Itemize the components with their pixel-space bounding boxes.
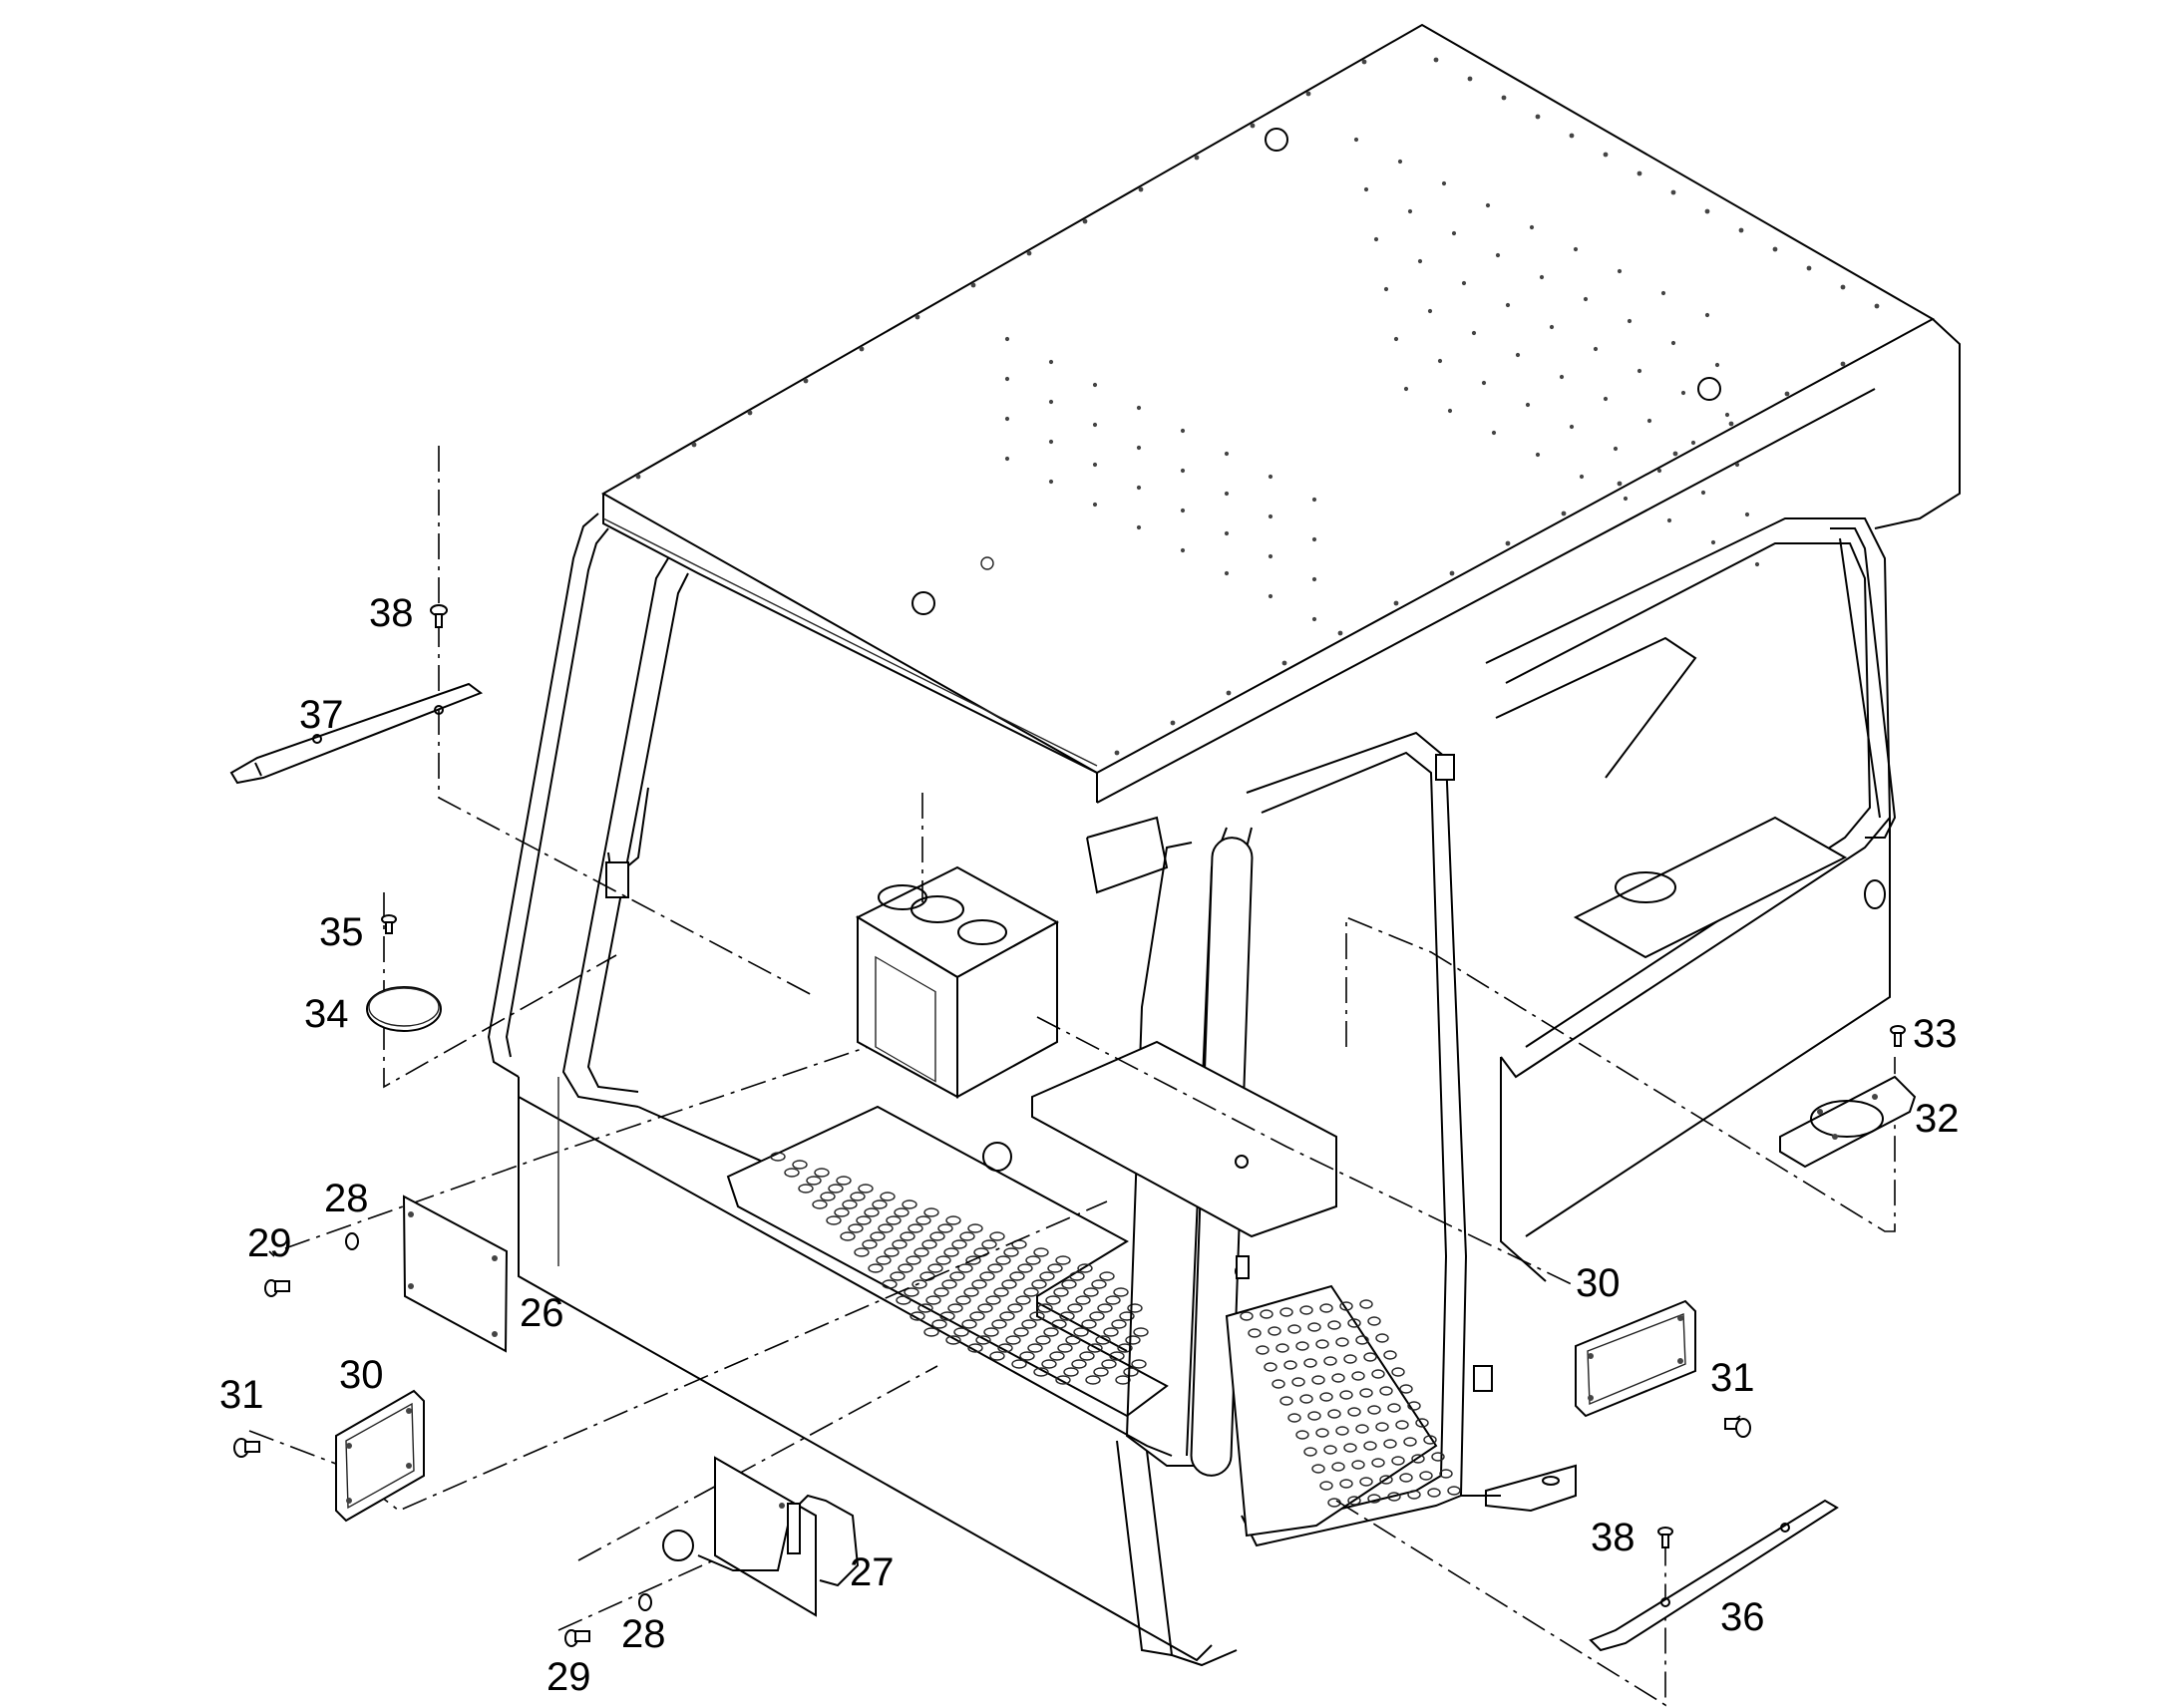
callout-31-left: 31: [219, 1373, 264, 1417]
callout-32: 32: [1915, 1097, 1960, 1141]
part-33-screw: [1890, 1025, 1906, 1047]
callout-38-top: 38: [369, 591, 414, 635]
part-30-gasket-right: [1575, 1299, 1696, 1418]
part-32-ring-gasket: [1779, 1075, 1917, 1169]
callout-28-lower: 28: [621, 1612, 666, 1656]
callout-26: 26: [520, 1291, 564, 1335]
part-34-ring: [366, 986, 442, 1032]
part-38-screw-lower: [1657, 1527, 1673, 1548]
right-door-frame: [1225, 731, 1493, 1547]
callout-36: 36: [1720, 1595, 1765, 1639]
left-front-pillar: [487, 512, 689, 1108]
part-27-handle-assembly: [662, 1456, 860, 1617]
roof-rivets: [635, 57, 1880, 756]
part-31-screw-left: [233, 1438, 260, 1458]
cab-lower-front: [518, 1077, 1213, 1662]
part-28-washer-upper: [345, 1232, 359, 1250]
cab-body: [487, 23, 1961, 1667]
cab-roof: [600, 23, 1961, 804]
part-29-screw-upper: [264, 1279, 290, 1297]
callout-29-lower: 29: [546, 1655, 591, 1699]
part-35-screw: [381, 914, 397, 934]
callout-29-upper: 29: [247, 1221, 292, 1265]
step-grating-holes: [1240, 1299, 1461, 1508]
callout-33: 33: [1913, 1012, 1958, 1056]
callout-31-right: 31: [1710, 1356, 1755, 1400]
part-30-gasket-left: [335, 1389, 425, 1523]
interior-console: [855, 816, 1337, 1238]
callout-30-right: 30: [1576, 1261, 1621, 1305]
part-26-cover-plate: [402, 1195, 509, 1353]
cab-lower-right-edge: [1116, 1440, 1501, 1667]
callout-28-upper: 28: [324, 1177, 369, 1220]
callout-labels: 38 37 35 34 28 29 26 30 31 27 28 29 30 3…: [219, 591, 1960, 1699]
callout-34: 34: [304, 992, 349, 1036]
part-28-washer-lower: [638, 1593, 652, 1611]
floor-grating-holes: [770, 1152, 1149, 1385]
part-37-trim-strip: [229, 682, 484, 785]
part-29-screw-lower: [564, 1629, 590, 1647]
part-36-trim-strip: [1589, 1499, 1839, 1652]
callout-35: 35: [319, 910, 364, 954]
part-38-screw-top: [430, 604, 448, 628]
callout-27: 27: [850, 1550, 895, 1594]
callout-30-left: 30: [339, 1353, 384, 1397]
callout-38-lower: 38: [1591, 1516, 1635, 1559]
right-side-window: [1485, 517, 1897, 1513]
callout-37: 37: [299, 693, 344, 737]
part-31-screw-right: [1724, 1418, 1751, 1438]
